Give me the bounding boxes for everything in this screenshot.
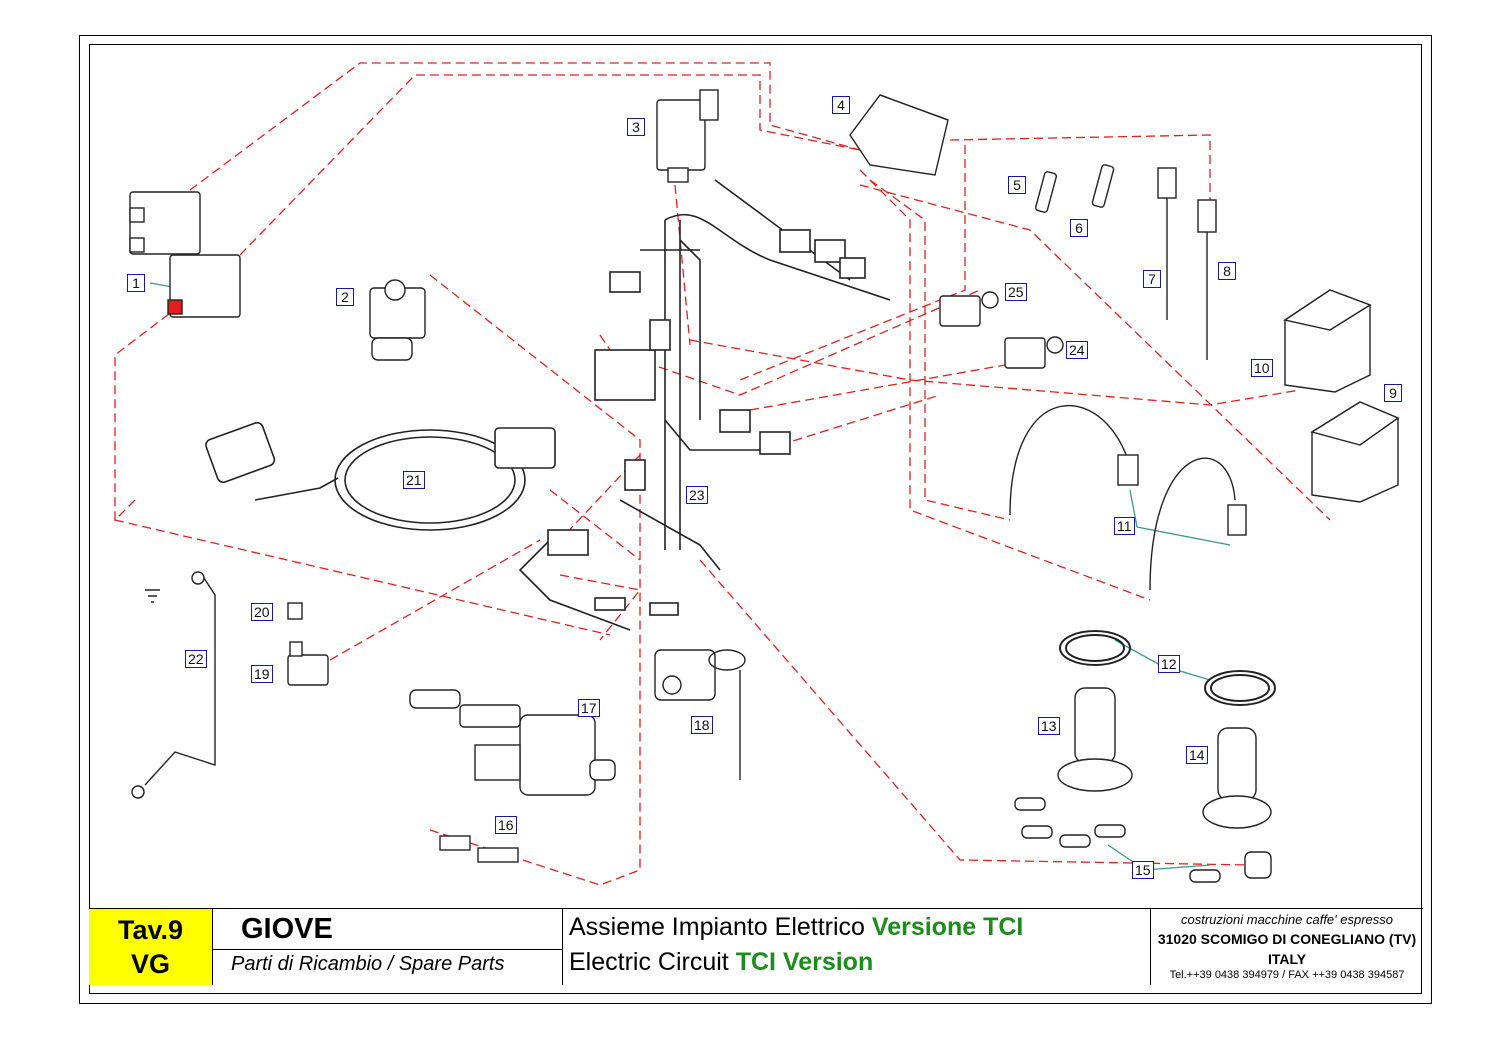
drawing-frame	[89, 44, 1422, 994]
title-block: Tav.9 VG GIOVE Parti di Ricambio / Spare…	[89, 908, 1423, 985]
description-cell: Assieme Impianto Elettrico Versione TCI …	[563, 909, 1151, 985]
callout-17: 17	[578, 699, 600, 717]
sheet-id: Tav.9 VG	[89, 909, 213, 985]
sheet-number: Tav.9	[117, 915, 184, 945]
company-address: 31020 SCOMIGO DI CONEGLIANO (TV)	[1157, 931, 1417, 947]
callout-7: 7	[1143, 270, 1161, 288]
callout-23: 23	[686, 486, 708, 504]
solenoid-valve-icon	[369, 279, 426, 361]
callout-3: 3	[627, 118, 645, 136]
callout-20: 20	[251, 603, 273, 621]
spring-icon	[287, 602, 303, 620]
indicator-lamp-icon	[1035, 164, 1115, 213]
temperature-probe-icon	[1157, 167, 1217, 360]
callout-9: 9	[1384, 384, 1402, 402]
callout-11: 11	[1114, 517, 1135, 535]
callout-24: 24	[1066, 341, 1088, 359]
heating-element-icon	[1057, 687, 1272, 829]
callout-6: 6	[1070, 219, 1088, 237]
description-italian: Assieme Impianto Elettrico Versione TCI	[569, 913, 1023, 942]
model-cell: GIOVE Parti di Ricambio / Spare Parts	[213, 909, 563, 985]
callout-12: 12	[1158, 655, 1180, 673]
callout-5: 5	[1008, 176, 1026, 194]
model-divider	[213, 949, 562, 950]
cover-cap-icon	[1283, 289, 1400, 503]
callout-4: 4	[832, 96, 850, 114]
microswitch-icon	[287, 602, 329, 686]
callout-25: 25	[1005, 283, 1027, 301]
callout-18: 18	[691, 716, 713, 734]
callout-22: 22	[185, 650, 207, 668]
description-english: Electric Circuit TCI Version	[569, 948, 873, 977]
thermostat-icon	[654, 649, 746, 780]
subtitle: Parti di Ricambio / Spare Parts	[231, 953, 505, 975]
callout-19: 19	[251, 665, 273, 683]
model-name: GIOVE	[241, 913, 333, 945]
callout-16: 16	[495, 816, 517, 834]
company-country: ITALY	[1267, 951, 1307, 967]
description-italian-version: Versione TCI	[871, 913, 1024, 941]
callout-8: 8	[1218, 262, 1236, 280]
rocker-switch-icon	[939, 291, 1064, 369]
control-box-icon	[849, 94, 949, 176]
company-cell: costruzioni macchine caffe' espresso 310…	[1151, 909, 1423, 985]
gasket-icon	[1059, 630, 1276, 706]
callout-1: 1	[127, 274, 145, 292]
pressure-switch-icon	[656, 89, 719, 183]
wiring-harness-icon	[518, 179, 891, 631]
callout-21: 21	[403, 471, 425, 489]
company-tagline: costruzioni macchine caffe' espresso	[1180, 912, 1394, 927]
probe-cable-icon	[1009, 404, 1247, 591]
earth-wire-icon	[131, 571, 216, 799]
description-english-version: TCI Version	[735, 948, 874, 976]
parts-artwork	[129, 89, 1400, 883]
description-english-text: Electric Circuit	[569, 948, 736, 976]
pump-icon	[409, 689, 616, 796]
power-cable-icon	[205, 421, 556, 531]
switch-part-icon	[129, 191, 241, 318]
terminal-lug-icon	[1014, 797, 1272, 883]
callout-14: 14	[1186, 746, 1208, 764]
description-italian-text: Assieme Impianto Elettrico	[569, 913, 872, 941]
connector-icon	[439, 835, 519, 863]
callout-2: 2	[336, 288, 354, 306]
sheet-code: VG	[130, 949, 170, 979]
callout-10: 10	[1251, 359, 1273, 377]
callout-15: 15	[1132, 861, 1154, 879]
callout-13: 13	[1038, 717, 1060, 735]
drawing-sheet-border	[79, 35, 1432, 1004]
company-contacts: Tel.++39 0438 394979 / FAX ++39 0438 394…	[1169, 969, 1405, 981]
